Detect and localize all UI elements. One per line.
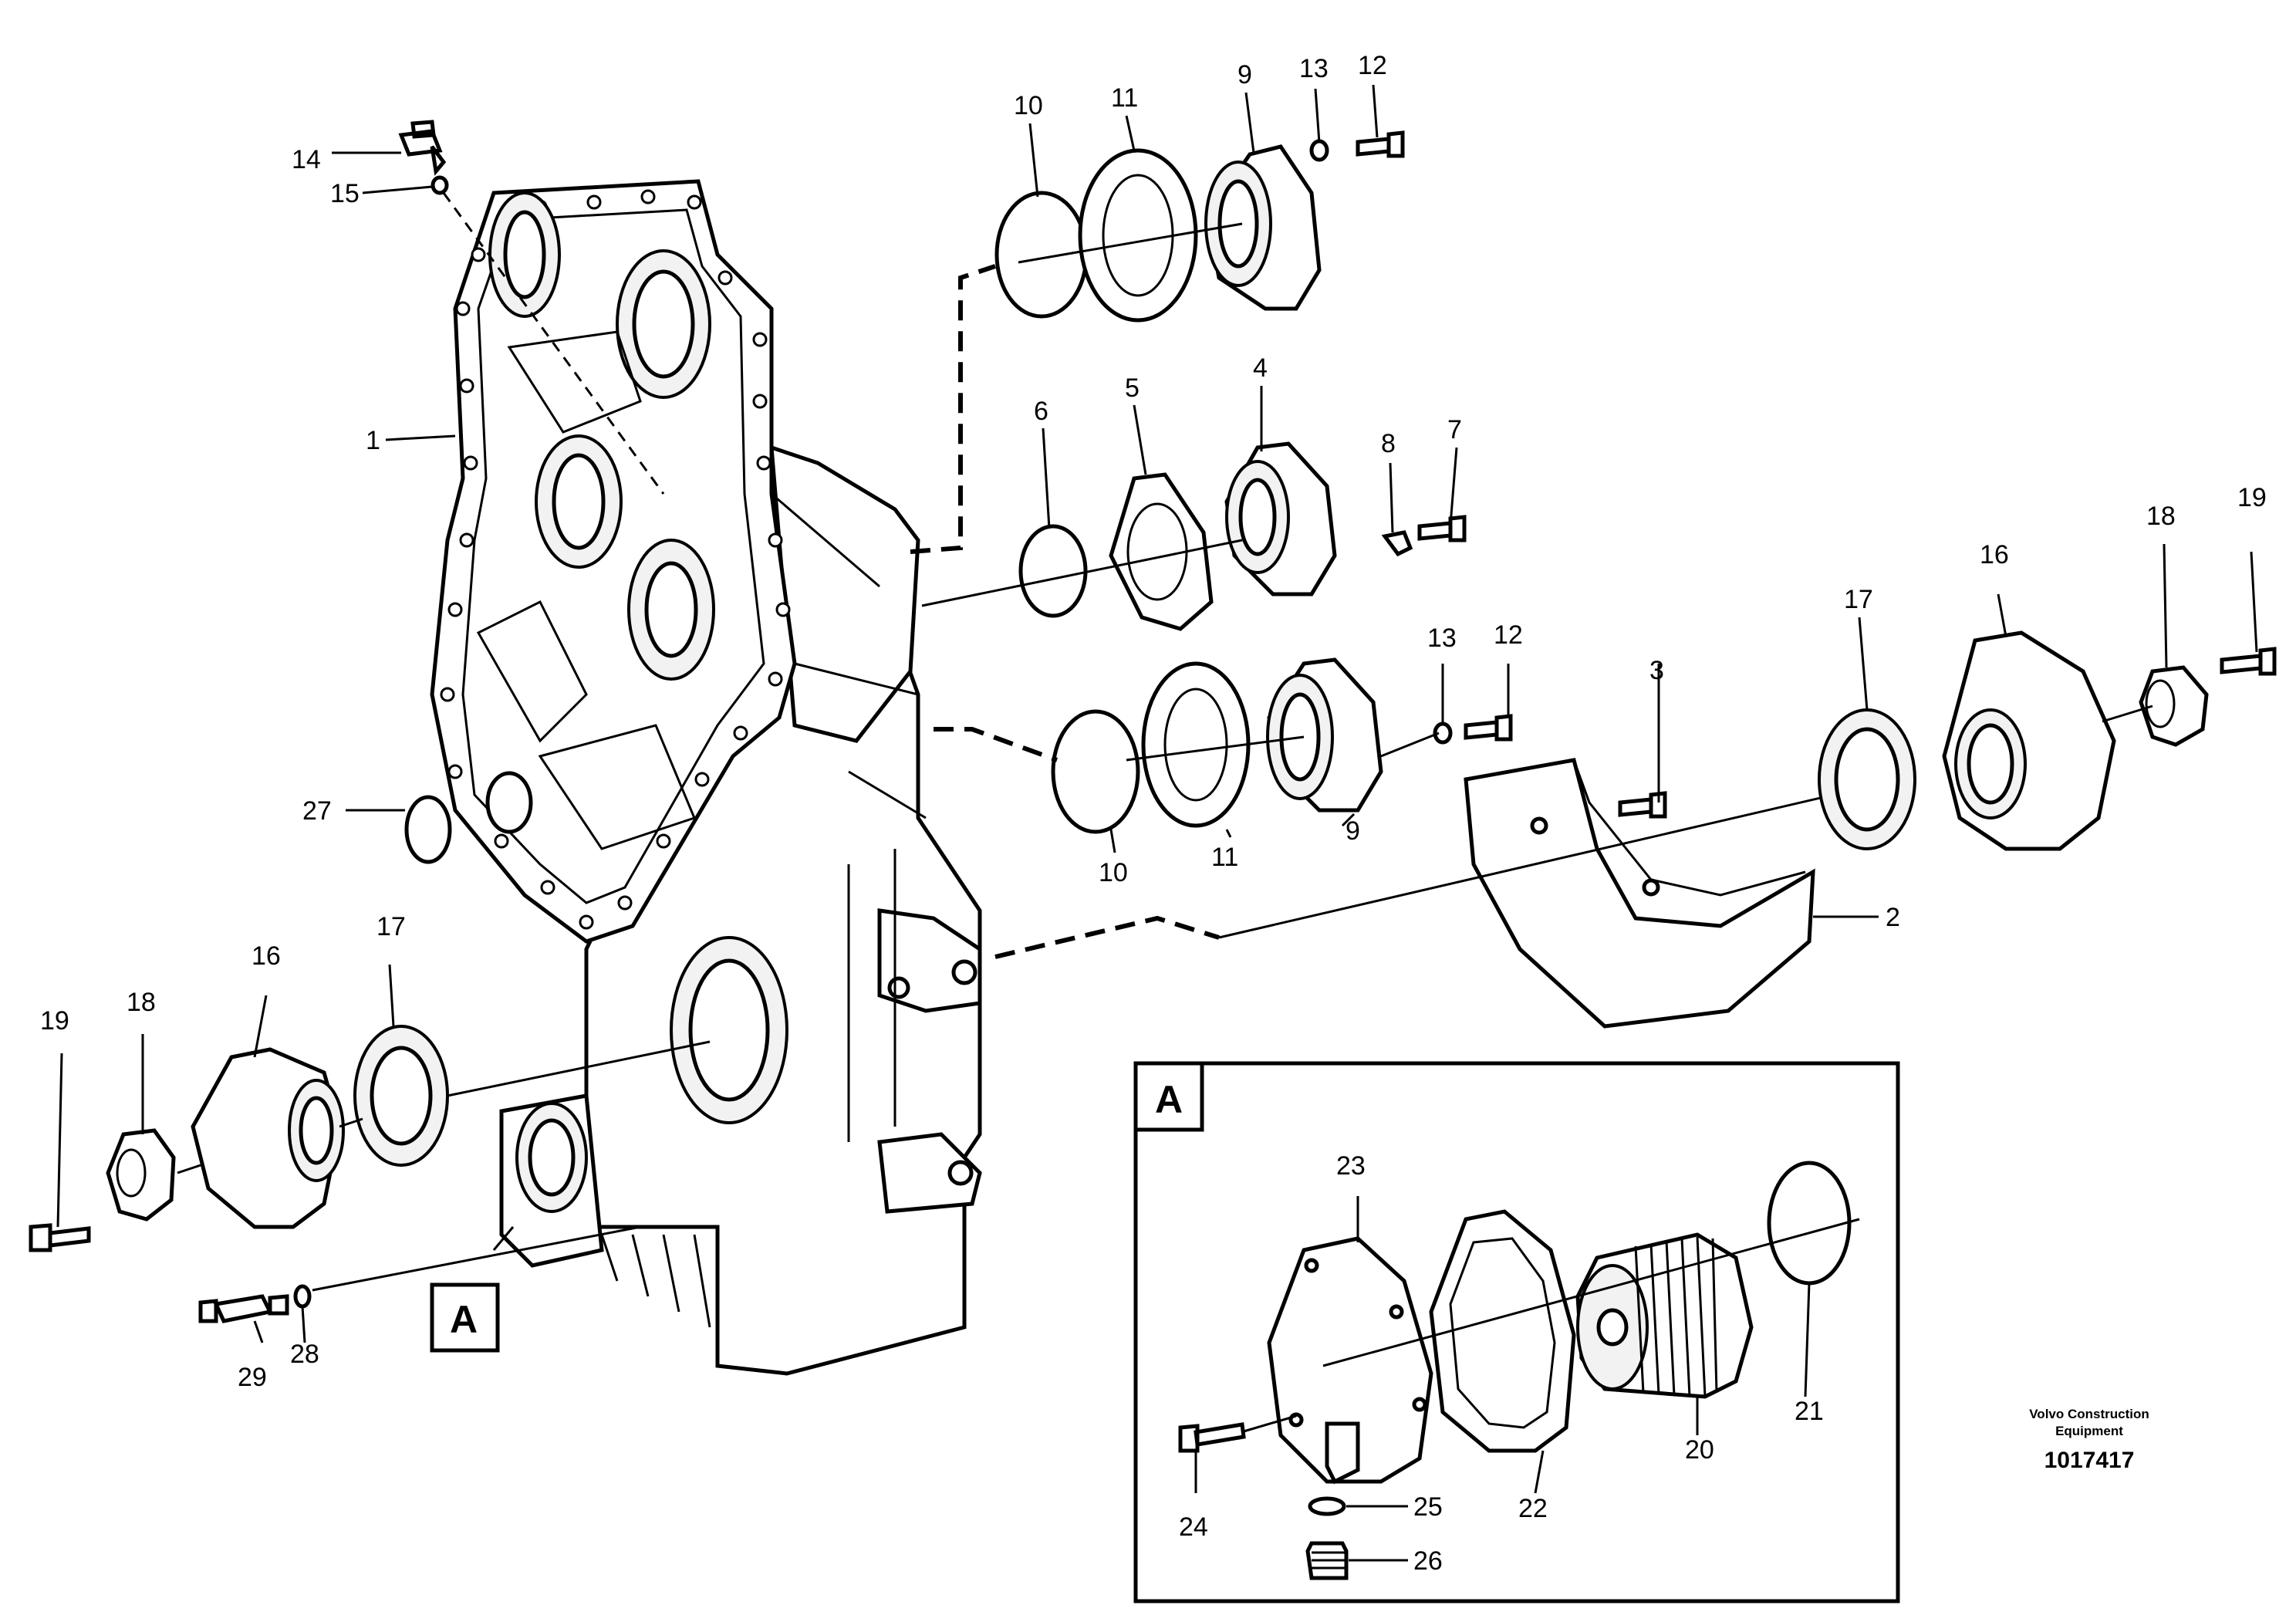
callout-16-right: 16 — [1980, 540, 2009, 569]
o-ring-28 — [293, 1284, 312, 1309]
callout-2: 2 — [1886, 903, 1900, 932]
callout-8: 8 — [1381, 429, 1396, 458]
callout-1: 1 — [366, 426, 380, 455]
callout-11-lower: 11 — [1211, 843, 1238, 872]
bolt-19-left — [29, 1223, 91, 1252]
o-ring-10-lower — [1051, 709, 1140, 834]
o-ring-25 — [1308, 1496, 1346, 1516]
callout-12-lower: 12 — [1494, 620, 1523, 650]
callout-10-lower: 10 — [1099, 858, 1128, 887]
detail-box-title: A — [1155, 1078, 1183, 1121]
callout-9-lower: 9 — [1346, 816, 1360, 846]
o-ring-6 — [1018, 524, 1088, 618]
callout-4: 4 — [1253, 353, 1268, 383]
callout-17-left: 17 — [376, 912, 406, 941]
callout-9-upper: 9 — [1237, 60, 1252, 90]
gear-housing — [430, 179, 982, 1376]
bolt-3 — [1618, 791, 1667, 819]
callout-11-upper: 11 — [1111, 83, 1138, 113]
callout-21: 21 — [1795, 1397, 1824, 1426]
callout-18-left: 18 — [127, 988, 156, 1017]
o-ring-10-upper — [994, 191, 1089, 319]
o-ring-27 — [404, 795, 452, 864]
callout-3: 3 — [1649, 656, 1664, 685]
middle-cover-group — [921, 441, 1467, 631]
callout-6: 6 — [1034, 397, 1048, 426]
lower-cover-group — [934, 657, 1513, 834]
callout-27: 27 — [302, 796, 332, 826]
callout-20: 20 — [1685, 1435, 1714, 1465]
callout-25: 25 — [1413, 1492, 1443, 1522]
bolt-12-lower — [1464, 714, 1513, 742]
washer-13-upper — [1309, 139, 1329, 162]
seal-ring-8 — [1381, 530, 1413, 557]
credit-line-2: Equipment — [2055, 1424, 2123, 1438]
callout-13-upper: 13 — [1299, 54, 1329, 83]
detail-reference-a: A — [430, 1282, 500, 1353]
callout-24: 24 — [1179, 1512, 1208, 1542]
callout-14: 14 — [292, 145, 321, 174]
gasket-11-upper — [1078, 148, 1198, 323]
o-ring-15 — [430, 175, 449, 195]
credit-line-1: Volvo Construction — [2029, 1407, 2149, 1421]
guard-2 — [1464, 758, 1815, 1029]
callout-19-right: 19 — [2237, 483, 2267, 512]
cover-23 — [1267, 1236, 1433, 1484]
document-number: 1017417 — [2044, 1448, 2135, 1473]
left-output-group — [29, 120, 711, 1323]
callout-7: 7 — [1447, 415, 1462, 444]
callout-17-right: 17 — [1844, 585, 1873, 614]
callout-26: 26 — [1413, 1546, 1443, 1576]
bolt-24 — [1178, 1422, 1246, 1453]
credits: Volvo Construction Equipment 1017417 — [2029, 1407, 2149, 1473]
detail-box-a — [1133, 1061, 1900, 1603]
callout-5: 5 — [1125, 373, 1140, 403]
gasket-5 — [1109, 472, 1214, 631]
right-output-group — [994, 630, 2277, 1029]
callout-22: 22 — [1518, 1494, 1548, 1523]
callout-10-upper: 10 — [1014, 91, 1043, 120]
bolt-12-upper — [1356, 130, 1405, 158]
callout-23: 23 — [1336, 1151, 1366, 1181]
bolt-7 — [1417, 515, 1467, 542]
callout-15: 15 — [330, 179, 360, 208]
callout-28: 28 — [290, 1340, 319, 1369]
detail-reference-label: A — [450, 1298, 478, 1341]
callout-18-right: 18 — [2146, 502, 2176, 531]
callout-19-left: 19 — [40, 1006, 69, 1036]
upper-cover-group — [910, 130, 1405, 554]
bolt-19-right — [2220, 647, 2277, 676]
callout-labels: 14 15 1 27 10 11 9 13 12 6 5 4 8 7 13 12… — [40, 51, 2267, 1576]
callout-13-lower: 13 — [1427, 623, 1457, 653]
leader-lines — [56, 84, 2258, 1562]
callout-29: 29 — [238, 1363, 267, 1392]
callout-16-left: 16 — [252, 941, 281, 971]
gasket-22 — [1429, 1209, 1576, 1453]
sensor-29 — [198, 1294, 289, 1323]
sensor-14 — [398, 120, 447, 176]
callout-12-upper: 12 — [1358, 51, 1387, 80]
